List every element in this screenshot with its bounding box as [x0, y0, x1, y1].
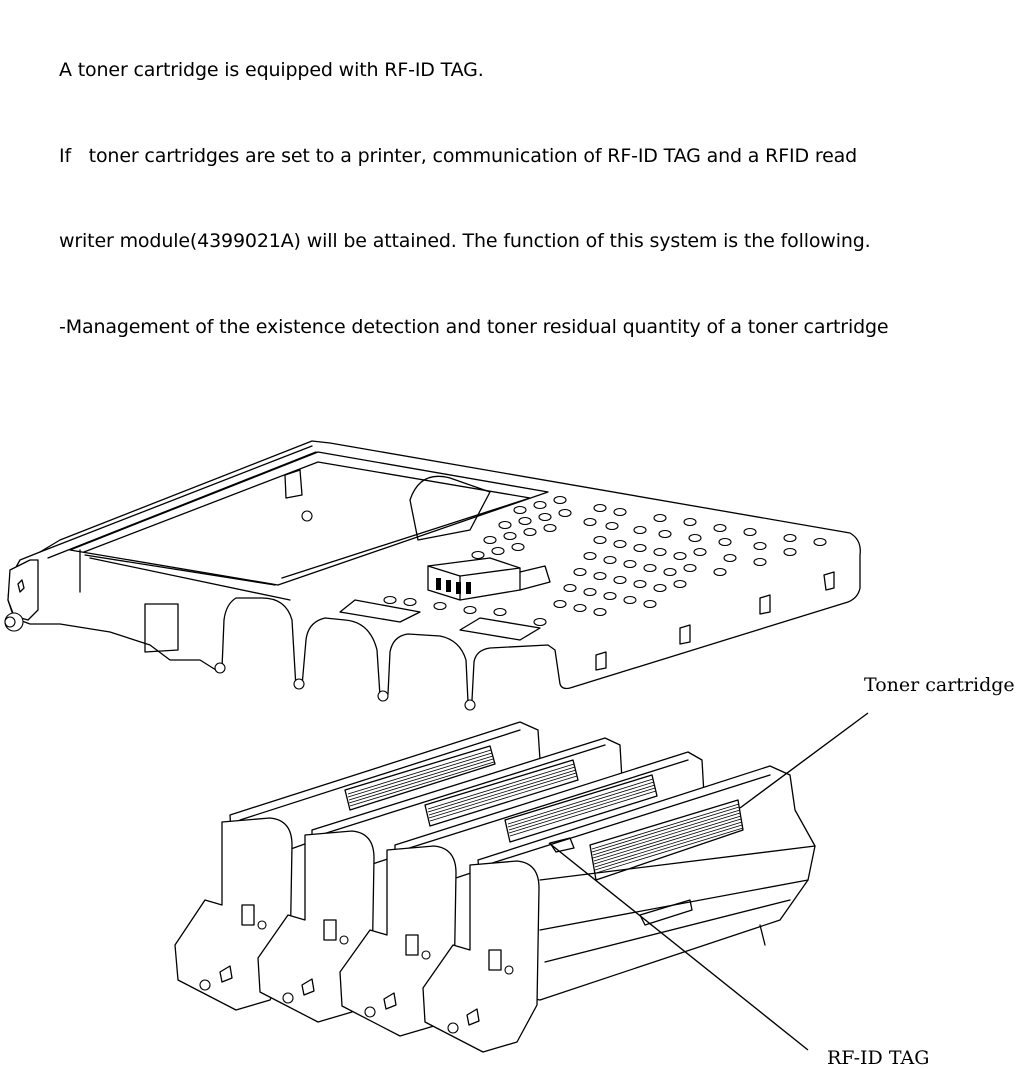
rfid-reader-module [340, 558, 550, 640]
printer-frame [5, 441, 860, 710]
paragraph-4: -Management of the existence detection a… [59, 315, 889, 338]
leader-rfid-tag [549, 843, 808, 1050]
vent-holes [384, 497, 826, 626]
cartridge-1 [230, 722, 540, 860]
paragraph-3: writer module(4399021A) will be attained… [59, 230, 871, 252]
toner-cartridges [175, 722, 815, 1052]
paragraph-1: A toner cartridge is equipped with RF-ID… [59, 59, 484, 81]
toner-cartridge-label: Toner cartridge [864, 674, 1015, 696]
cartridge-2 [312, 738, 622, 875]
intro-text: A toner cartridge is equipped with RF-ID… [59, 0, 1009, 370]
paragraph-2: If toner cartridges are set to a printer… [59, 144, 858, 167]
leader-toner-cartridge [740, 713, 868, 808]
end-plate-4 [423, 861, 539, 1052]
rfid-tag-label: RF-ID TAG [827, 1047, 930, 1069]
